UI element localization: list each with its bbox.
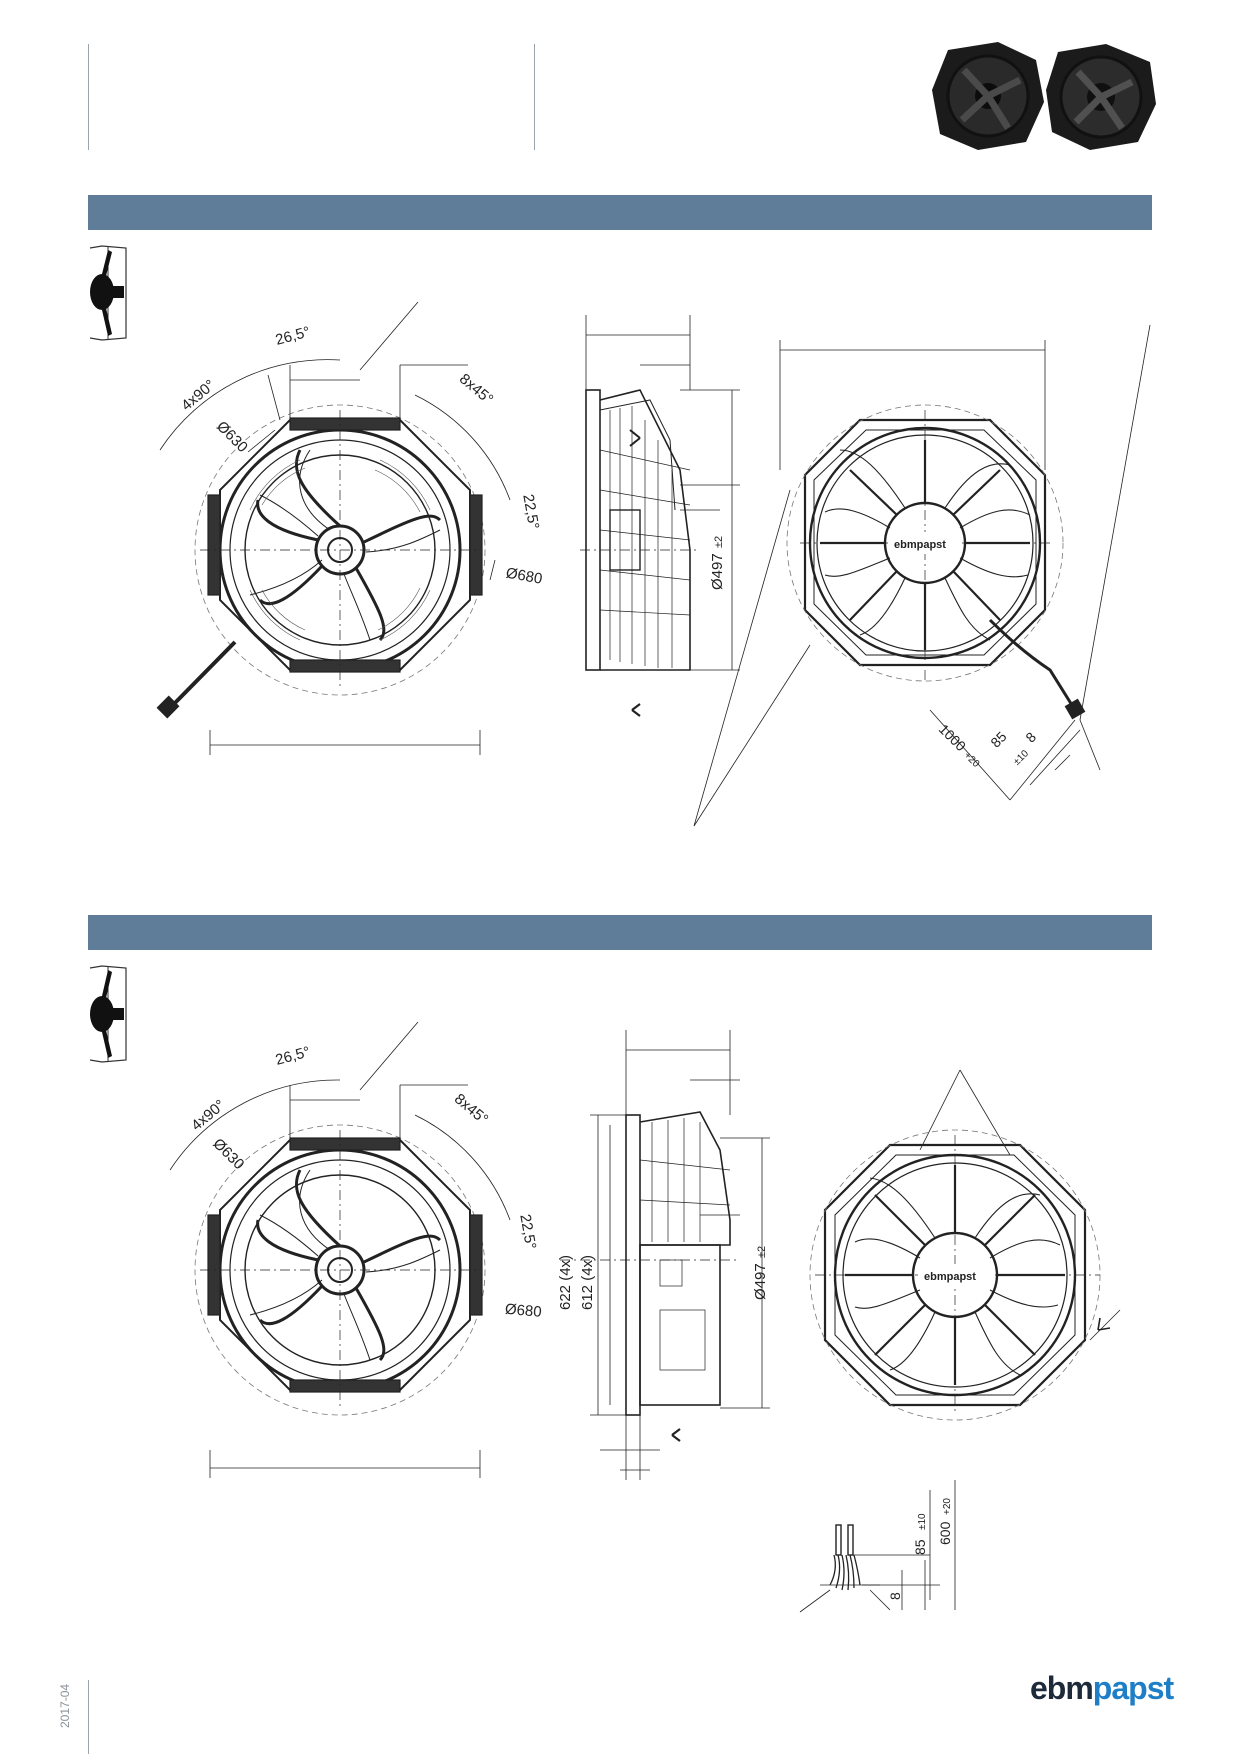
hub-diameter-label: Ø497: [709, 553, 726, 590]
brand-logo: ebmpapst: [1030, 1670, 1174, 1707]
side-view-labels: 622 (4x) 612 (4x) Ø497 ±2: [557, 1246, 769, 1310]
date-label: 2017-04: [58, 1683, 72, 1728]
cable-strip-length-label: 85: [912, 1539, 928, 1555]
strip-tolerance-label: ±10: [1012, 748, 1032, 768]
hub-brand-plate: [918, 1264, 992, 1286]
side-view: [560, 1030, 770, 1480]
cable-length-label: 600: [937, 1521, 953, 1545]
angle-top-label: 26,5°: [274, 1043, 312, 1069]
axial-fan-mount-icon: [89, 245, 127, 341]
diameter-inner-label: Ø630: [213, 418, 251, 456]
section2-drawing: 26,5° 4x90° 8x45° 22,5° Ø630 Ø680: [169, 1021, 1121, 1613]
strip-length-label: 85: [987, 728, 1009, 750]
angle-small-label: 22,5°: [519, 493, 542, 531]
front-view-labels: 26,5° 4x90° 8x45° 22,5° Ø630 Ø680: [178, 323, 544, 587]
front-view-labels: 26,5° 4x90° 8x45° 22,5° Ø630 Ø680: [188, 1043, 542, 1321]
diameter-inner-label: Ø630: [209, 1135, 247, 1173]
diameter-outer-label: Ø680: [505, 565, 544, 588]
cable-tolerance-label: +20: [942, 1498, 953, 1515]
cable-end-length-label: 8: [887, 1592, 903, 1600]
section-header-band: [88, 915, 1152, 950]
section-header-band: [88, 195, 1152, 230]
axial-fan-mount-icon: [89, 965, 127, 1063]
hub-brand-label: ebmpapst: [924, 1271, 976, 1283]
angle-left-label: 4x90°: [188, 1097, 228, 1135]
fan-photo-left: [932, 42, 1044, 150]
height-outer-label: 622 (4x): [557, 1255, 574, 1310]
fan-photo-right: [1046, 44, 1156, 150]
brand-logo-part2: papst: [1092, 1670, 1174, 1706]
cable-tolerance-label: +20: [962, 750, 982, 770]
angle-right-label: 8x45°: [456, 370, 496, 408]
angle-right-label: 8x45°: [451, 1090, 491, 1128]
diameter-outer-label: Ø680: [504, 1301, 542, 1321]
rear-view: [693, 324, 1151, 827]
header-divider-right: [534, 44, 535, 150]
hub-tolerance-label: ±2: [756, 1246, 768, 1258]
brand-logo-part1: ebm: [1030, 1670, 1094, 1706]
cable-strip-tolerance-label: ±10: [917, 1513, 928, 1530]
cable-detail-labels: 85 ±10 600 +20 8: [887, 1498, 953, 1600]
cable-detail: [799, 1480, 956, 1613]
front-view: [169, 1021, 511, 1478]
hub-brand-plate: [888, 532, 962, 554]
side-view: [580, 315, 740, 717]
footer-divider: [88, 1680, 89, 1754]
hub-tolerance-label: ±2: [713, 536, 725, 548]
header-divider-left: [88, 44, 89, 150]
product-photo: [932, 42, 1156, 150]
hub-diameter-label: Ø497: [752, 1263, 769, 1300]
end-length-label: 8: [1022, 729, 1039, 746]
angle-top-label: 26,5°: [274, 323, 312, 349]
angle-small-label: 22,5°: [516, 1213, 539, 1251]
section1-drawing: 26,5° 4x90° 8x45° 22,5° Ø630 Ø680 Ø497: [156, 301, 1151, 827]
cable-length-label: 1000: [936, 721, 969, 754]
height-inner-label: 612 (4x): [579, 1255, 596, 1310]
date-stamp: 2017-04: [58, 1684, 78, 1748]
side-view-labels: Ø497 ±2: [709, 536, 726, 590]
front-view: [156, 301, 511, 755]
hub-brand-label: ebmpapst: [894, 539, 946, 551]
rear-view: [809, 1069, 1121, 1421]
